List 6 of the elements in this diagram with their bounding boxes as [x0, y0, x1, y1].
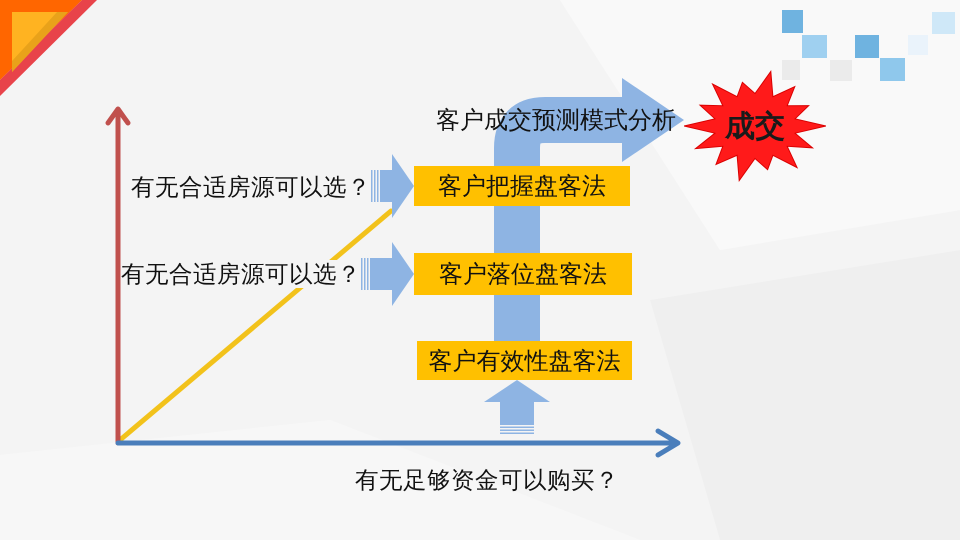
starburst: 成交 — [684, 70, 826, 182]
edge-label: 客户成交预测模式分析 — [436, 106, 676, 134]
method-box: 客户把握盘客法 — [414, 166, 630, 206]
method-box: 客户落位盘客法 — [414, 253, 632, 295]
method-box: 客户有效性盘客法 — [417, 341, 632, 380]
axis-label: 有无足够资金可以购买？ — [355, 466, 619, 494]
